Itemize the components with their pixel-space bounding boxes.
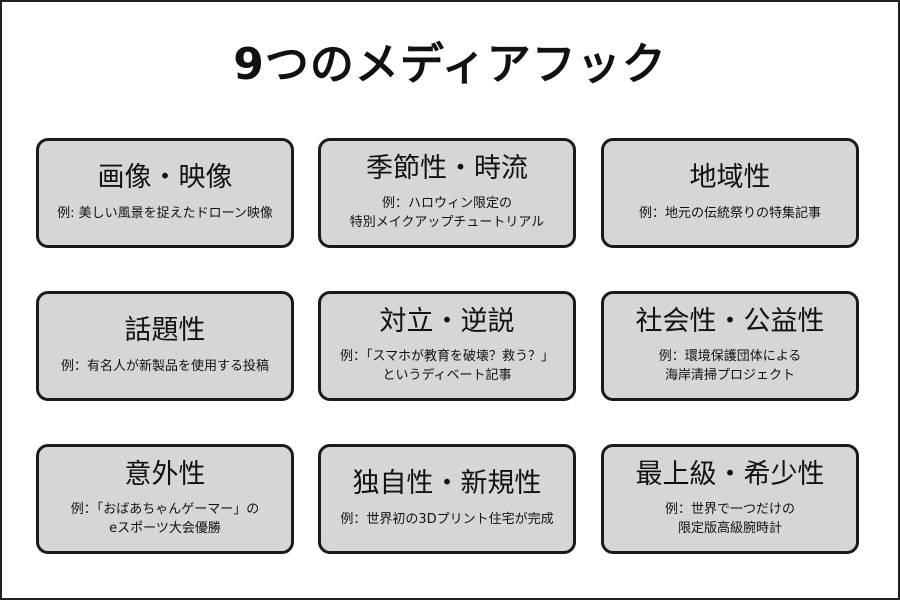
hook-example-line: eスポーツ大会優勝: [109, 521, 221, 537]
hook-card-locality: 地域性 例：地元の伝統祭りの特集記事: [601, 138, 859, 248]
hook-card-superlative: 最上級・希少性 例：世界で一つだけの 限定版高級腕時計: [601, 444, 859, 554]
hook-card-social: 社会性・公益性 例：環境保護団体による 海岸清掃プロジェクト: [601, 291, 859, 401]
hook-card-visual: 画像・映像 例: 美しい風景を捉えたドローン映像: [36, 138, 294, 248]
hook-example-line: 例: 美しい風景を捉えたドローン映像: [57, 205, 273, 221]
hook-example-line: 例：世界で一つだけの: [664, 502, 795, 518]
hook-card-novelty: 独自性・新規性 例：世界初の3Dプリント住宅が完成: [318, 444, 576, 554]
hook-example-line: 例：環境保護団体による: [658, 349, 802, 365]
hook-card-surprise: 意外性 例：「おばあちゃんゲーマー」の eスポーツ大会優勝: [36, 444, 294, 554]
hook-example-line: 例：地元の伝統祭りの特集記事: [638, 205, 821, 221]
hook-example-line: 例：世界初の3Dプリント住宅が完成: [340, 511, 554, 527]
hook-example: 例：「おばあちゃんゲーマー」の eスポーツ大会優勝: [71, 501, 260, 539]
hook-card-seasonality: 季節性・時流 例：ハロウィン限定の 特別メイクアップチュートリアル: [318, 138, 576, 248]
hook-example: 例：有名人が新製品を使用する投稿: [61, 358, 269, 377]
hook-example-line: 海岸清掃プロジェクト: [664, 368, 795, 384]
hook-heading: 最上級・希少性: [635, 458, 825, 490]
hook-heading: 対立・逆説: [379, 305, 515, 337]
hook-example-line: 限定版高級腕時計: [677, 521, 782, 537]
hook-example: 例：「スマホが教育を破壊？救う？」 というディベート記事: [340, 348, 554, 386]
hook-example-line: 例：ハロウィン限定の: [381, 196, 512, 212]
hook-example-line: 例：有名人が新製品を使用する投稿: [60, 358, 269, 374]
hook-example: 例：世界で一つだけの 限定版高級腕時計: [665, 501, 795, 539]
hook-heading: 地域性: [689, 162, 771, 194]
hook-example: 例：ハロウィン限定の 特別メイクアップチュートリアル: [350, 195, 545, 233]
hook-example-line: 特別メイクアップチュートリアル: [349, 215, 545, 231]
hook-example: 例：世界初の3Dプリント住宅が完成: [340, 511, 553, 530]
hook-heading: 独自性・新規性: [352, 468, 542, 500]
hook-card-topicality: 話題性 例：有名人が新製品を使用する投稿: [36, 291, 294, 401]
hook-example-line: 例：「スマホが教育を破壊？救う？」: [339, 349, 555, 365]
hook-example-line: というディベート記事: [382, 368, 512, 384]
hook-example: 例：地元の伝統祭りの特集記事: [639, 205, 821, 224]
hook-heading: 画像・映像: [97, 162, 233, 194]
hook-example-line: 例：「おばあちゃんゲーマー」の: [70, 502, 260, 518]
hook-example: 例：環境保護団体による 海岸清掃プロジェクト: [659, 348, 802, 386]
hook-card-conflict: 対立・逆説 例：「スマホが教育を破壊？救う？」 というディベート記事: [318, 291, 576, 401]
hook-example: 例: 美しい風景を捉えたドローン映像: [57, 205, 273, 224]
hook-heading: 社会性・公益性: [635, 305, 825, 337]
hook-heading: 意外性: [124, 458, 206, 490]
hook-heading: 季節性・時流: [366, 152, 528, 184]
hook-heading: 話題性: [124, 315, 206, 347]
diagram-title: 9つのメディアフック: [233, 39, 667, 90]
